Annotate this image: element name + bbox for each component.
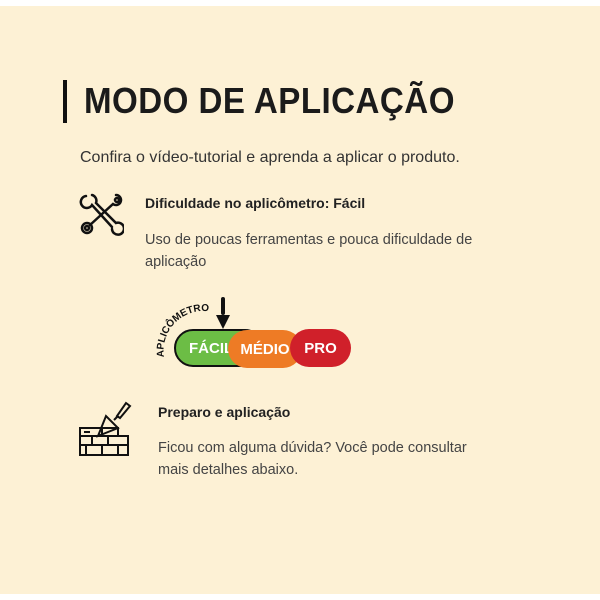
prep-description: Ficou com alguma dúvida? Você pode consu… [158,440,467,478]
level-medio: MÉDIO [228,330,302,368]
difficulty-heading: Dificuldade no aplicômetro: Fácil [145,195,366,211]
pointer-arrow-icon [216,297,230,329]
level-pro: PRO [290,329,351,367]
subtitle: Confira o vídeo-tutorial e aprenda a apl… [80,149,460,166]
tools-icon [79,193,124,236]
content-panel [0,6,600,594]
brick-wall-trowel-icon [79,401,132,456]
difficulty-description: Uso de poucas ferramentas e pouca dificu… [145,232,473,270]
prep-heading: Preparo e aplicação [158,404,291,420]
page-title: MODO DE APLICAÇÃO [84,80,455,121]
title-accent-bar [63,80,67,123]
